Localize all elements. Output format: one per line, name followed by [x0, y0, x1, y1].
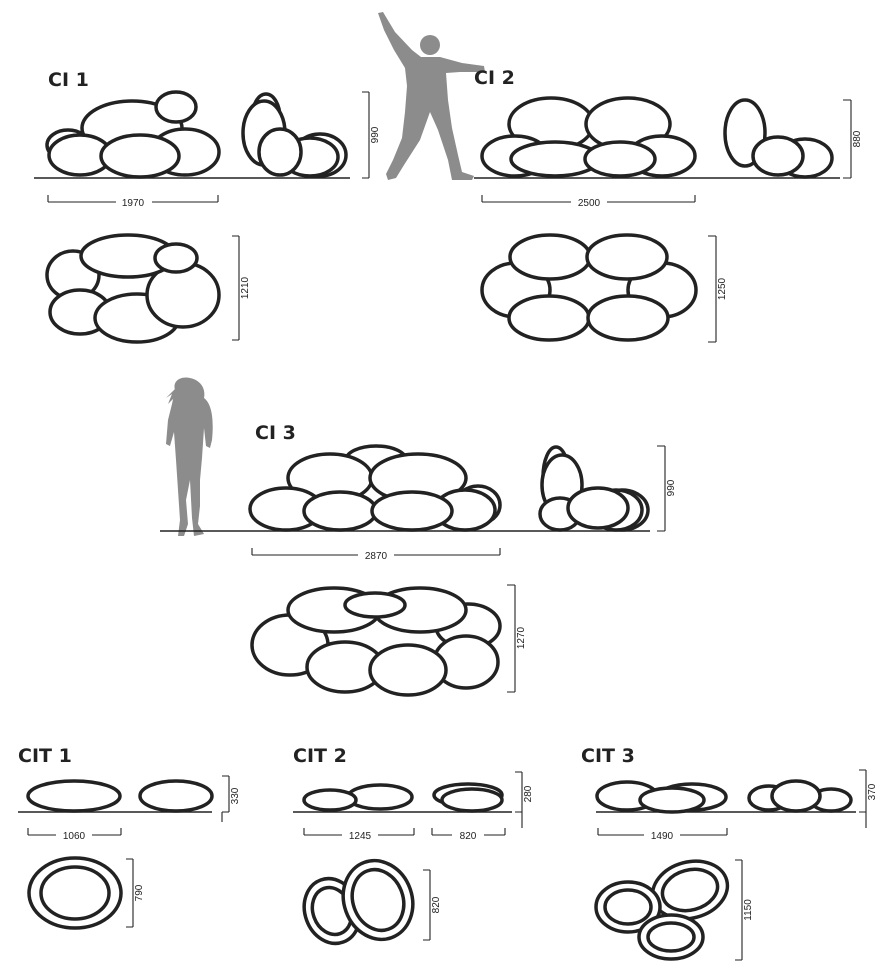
ci2-height-label: 880 — [852, 130, 863, 147]
cit3-title: CIT 3 — [581, 745, 635, 767]
dancing-man-silhouette-icon — [378, 12, 485, 180]
ci3-front-view — [248, 444, 502, 532]
cit2-height-label: 280 — [523, 785, 534, 802]
ci3-depth-label: 1270 — [516, 626, 527, 649]
ci2-group: CI 2 880 2500 1250 — [474, 67, 863, 343]
cit1-height-label: 330 — [230, 787, 241, 804]
ci3-top-view — [250, 586, 502, 697]
cit1-top-view — [27, 856, 123, 930]
cit2-group: CIT 2 280 1245 820 820 — [293, 745, 534, 946]
ci1-title: CI 1 — [48, 69, 89, 91]
ci2-side-view — [723, 98, 834, 179]
cit2-depth-label: 820 — [431, 896, 442, 913]
ci2-width-label: 2500 — [578, 198, 601, 209]
cit3-top-view — [594, 859, 730, 961]
ci2-front-view — [480, 96, 697, 178]
ci3-side-view — [538, 445, 650, 532]
cit1-group: CIT 1 330 1060 790 — [18, 745, 241, 930]
cit3-depth-label: 1150 — [743, 899, 754, 921]
ci3-group: CI 3 990 2870 — [160, 422, 677, 697]
cit1-depth-label: 790 — [134, 884, 145, 901]
ci3-width-label: 2870 — [365, 551, 388, 562]
cit1-front-view — [26, 779, 214, 813]
ci1-depth-label: 1210 — [240, 276, 251, 299]
cit1-width-label: 1060 — [63, 831, 86, 842]
ci3-title: CI 3 — [255, 422, 296, 444]
ci2-top-view — [480, 233, 698, 342]
ci1-front-view — [45, 90, 221, 179]
ci2-depth-label: 1250 — [717, 277, 728, 300]
ci1-top-view — [45, 233, 221, 344]
cit2-width-label: 1245 — [349, 831, 372, 842]
cit3-width-label: 1490 — [651, 831, 674, 842]
cit2-width2-label: 820 — [460, 831, 477, 842]
ci1-side-view — [241, 92, 348, 178]
ci1-group: CI 1 990 1970 — [34, 69, 381, 344]
standing-woman-silhouette-icon — [166, 377, 213, 536]
cit2-top-view — [302, 858, 415, 946]
cit3-group: CIT 3 370 1490 1150 — [581, 745, 878, 961]
cit3-height-label: 370 — [867, 783, 878, 800]
ci2-title: CI 2 — [474, 67, 515, 89]
cit2-front-view — [302, 782, 504, 813]
ci1-height-label: 990 — [370, 126, 381, 143]
ci1-width-label: 1970 — [122, 198, 145, 209]
cit3-front-view — [595, 779, 853, 814]
cit2-title: CIT 2 — [293, 745, 347, 767]
ci3-height-label: 990 — [666, 479, 677, 496]
cit1-title: CIT 1 — [18, 745, 72, 767]
